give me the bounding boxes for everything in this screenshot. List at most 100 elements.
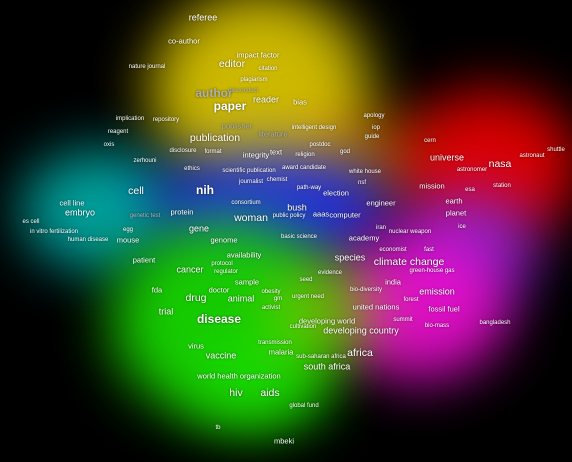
term-label: bush: [287, 202, 307, 213]
term-label: mouse: [116, 235, 140, 245]
term-label: sample: [234, 277, 260, 287]
term-label: public policy: [272, 213, 306, 219]
term-label: animal: [227, 293, 255, 304]
term-label: author: [195, 86, 233, 100]
term-label: publication: [189, 131, 241, 144]
term-label: astronaut: [519, 153, 545, 159]
term-label: nih: [196, 183, 214, 197]
term-label: citation: [258, 66, 278, 72]
term-label: station: [493, 183, 511, 189]
term-label: engineer: [366, 198, 396, 208]
term-label: fda: [151, 285, 163, 295]
term-label: egg: [122, 227, 134, 233]
term-label: south africa: [303, 361, 351, 372]
term-label: publisher: [221, 121, 253, 131]
term-label: malaria: [268, 347, 294, 357]
term-label: oxis: [103, 142, 115, 148]
term-label: united nations: [352, 302, 400, 312]
term-label: woman: [234, 211, 268, 224]
term-label: in vitro fertilization: [29, 229, 79, 235]
term-label: fast: [424, 247, 434, 253]
term-label: protein: [170, 207, 194, 217]
term-label: computer: [329, 210, 361, 220]
term-label: aaas: [312, 209, 330, 219]
term-label: world health organization: [197, 371, 281, 381]
term-label: implication: [115, 116, 145, 122]
term-label: referee: [188, 12, 218, 23]
term-label: esa: [465, 187, 475, 193]
term-label: emission: [419, 286, 455, 297]
term-label: apology: [363, 113, 385, 119]
cluster-glow-olive: [270, 260, 380, 360]
term-label: regulator: [214, 269, 238, 275]
term-label: chemist: [266, 177, 288, 183]
term-label: zerhouni: [133, 158, 157, 164]
term-label: bio-mass: [424, 323, 450, 329]
term-label: embryo: [64, 207, 96, 218]
term-label: text: [269, 147, 283, 157]
term-label: obesity: [261, 289, 281, 295]
term-label: mbeki: [273, 436, 295, 446]
term-label: mission: [419, 181, 445, 191]
term-label: fossil fuel: [428, 304, 460, 314]
term-label: nature journal: [128, 64, 166, 70]
term-label: virus: [188, 341, 204, 351]
term-label: election: [323, 188, 349, 198]
term-label: iran: [375, 225, 387, 231]
term-label: climate change: [373, 255, 445, 268]
term-label: earth: [445, 196, 463, 206]
term-label: consortium: [231, 200, 261, 206]
term-label: planet: [445, 208, 467, 218]
term-label: genetic test: [129, 213, 161, 219]
term-label: bangladesh: [479, 320, 511, 326]
term-label: astronomer: [456, 167, 488, 173]
term-label: bias: [293, 97, 307, 107]
term-label: disease: [196, 312, 242, 326]
term-label: species: [334, 252, 366, 263]
term-label: intelligent design: [291, 125, 337, 131]
term-label: patient: [132, 255, 156, 265]
term-label: activist: [261, 305, 281, 311]
term-label: disclosure: [169, 148, 197, 154]
term-label: aids: [260, 386, 280, 399]
term-label: gene: [188, 223, 210, 234]
term-label: cancer: [176, 264, 204, 275]
term-label: gm: [273, 296, 283, 302]
term-label: journalist: [238, 179, 264, 185]
term-label: trial: [158, 306, 174, 317]
term-label: religion: [295, 152, 315, 158]
term-label: academy: [348, 233, 380, 243]
term-label: white house: [348, 169, 382, 175]
term-label: vaccine: [205, 350, 237, 361]
term-label: literature: [258, 129, 288, 139]
term-label: cell line: [59, 198, 85, 208]
term-label: plagiarism: [240, 77, 268, 83]
term-label: reader: [252, 94, 280, 105]
term-label: global fund: [289, 403, 319, 409]
term-label: nuclear weapon: [388, 229, 432, 235]
term-label: repository: [152, 117, 180, 123]
term-label: developing world: [298, 316, 356, 326]
term-label: sub-saharan africa: [296, 354, 346, 360]
term-label: cern: [424, 138, 436, 144]
term-label: guide: [364, 134, 380, 140]
term-label: nsf: [357, 180, 367, 186]
term-label: co-author: [168, 36, 200, 46]
term-label: drug: [185, 291, 207, 304]
term-label: reagent: [107, 129, 129, 135]
term-label: genome: [210, 235, 238, 245]
term-label: paper: [213, 99, 247, 113]
term-label: nasa: [488, 157, 512, 170]
term-label: summit: [393, 317, 413, 323]
term-label: tb: [215, 425, 221, 431]
term-label: seed: [299, 277, 313, 283]
term-label: es cell: [22, 219, 40, 225]
term-label: basic science: [280, 234, 318, 240]
term-label: urgent need: [291, 294, 325, 300]
term-label: green-house gas: [409, 268, 455, 274]
term-label: bio-diversity: [349, 287, 383, 293]
term-label: human disease: [67, 237, 109, 243]
term-label: impact factor: [236, 50, 280, 60]
term-label: misconduct: [227, 88, 259, 94]
